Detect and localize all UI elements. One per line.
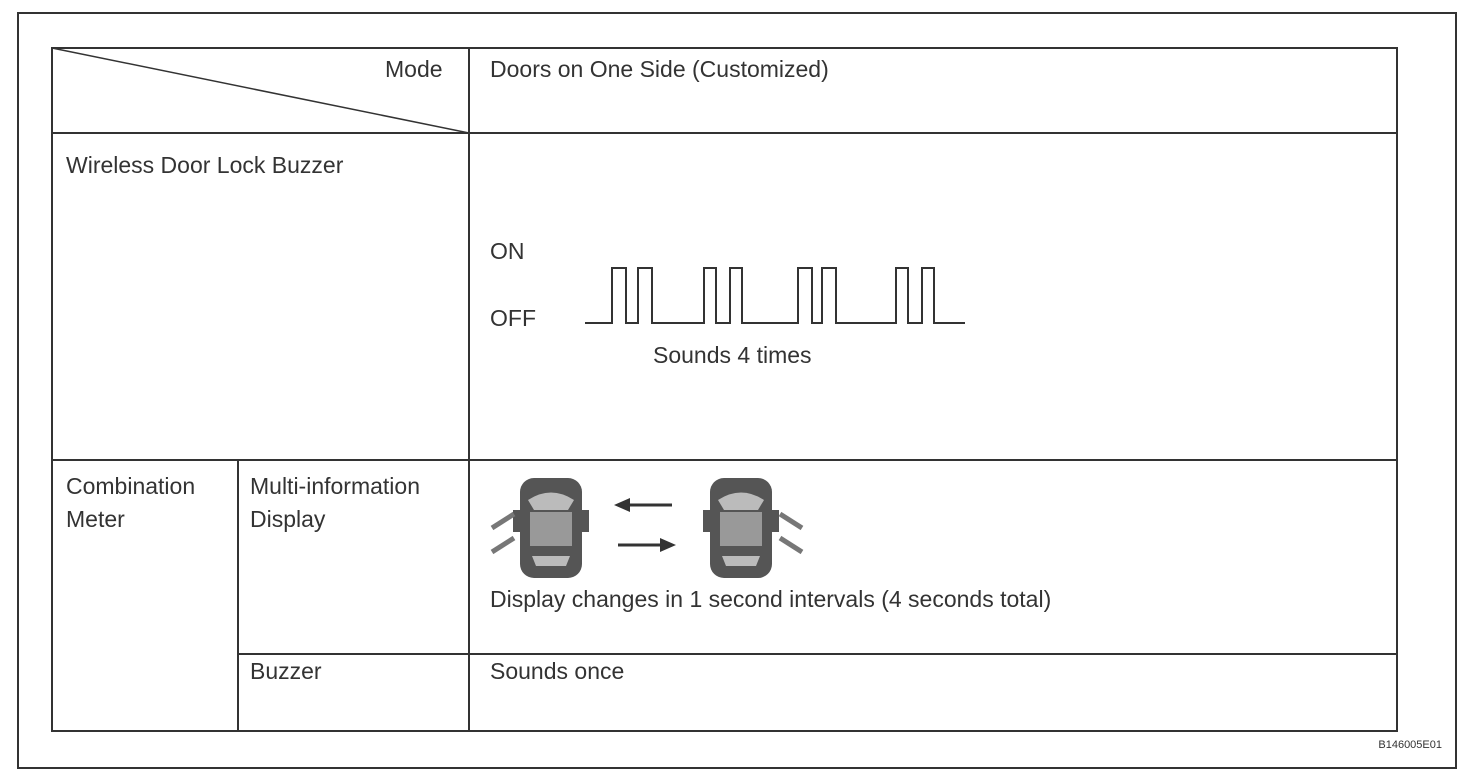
arrow-right-icon [618, 538, 676, 552]
off-label: OFF [490, 305, 536, 331]
row-label-combination: Combination [66, 473, 196, 499]
buzzer-caption: Sounds 4 times [653, 342, 812, 368]
sub-label-multi-information: Multi-information [250, 473, 420, 499]
buzzer-waveform [585, 267, 965, 324]
mode-label: Mode [385, 56, 443, 82]
row-label-meter: Meter [66, 506, 125, 532]
row-label-wireless-buzzer: Wireless Door Lock Buzzer [66, 152, 344, 178]
display-caption: Display changes in 1 second intervals (4… [490, 586, 1052, 612]
car-right-icon [703, 478, 779, 578]
figure-id: B146005E01 [1378, 739, 1442, 751]
sub-label-buzzer: Buzzer [250, 658, 322, 684]
header-diagonal [51, 47, 470, 134]
sub-label-display: Display [250, 506, 326, 532]
header-value: Doors on One Side (Customized) [490, 56, 829, 82]
on-label: ON [490, 238, 525, 264]
buzzer-value: Sounds once [490, 658, 625, 684]
arrow-left-icon [614, 498, 672, 512]
car-left-icon [513, 478, 589, 578]
figure-frame [17, 12, 1457, 769]
table-border [51, 47, 1398, 732]
hazard-lines-left-icon [490, 511, 516, 555]
hazard-lines-right-icon [778, 511, 804, 555]
